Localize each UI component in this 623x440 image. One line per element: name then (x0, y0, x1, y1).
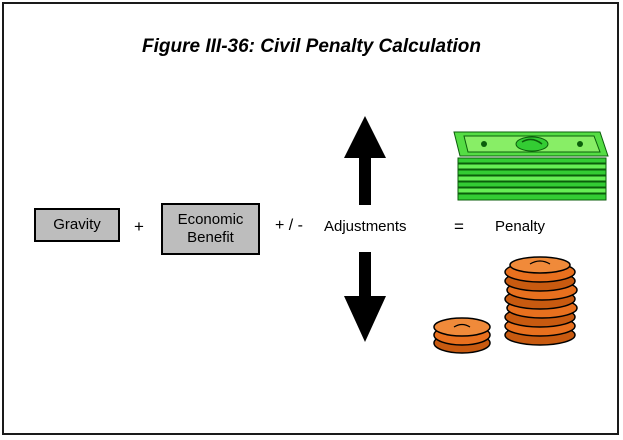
gravity-box: Gravity (34, 208, 120, 242)
gravity-label: Gravity (53, 216, 101, 233)
equals-operator: = (454, 217, 464, 236)
figure-title: Figure III-36: Civil Penalty Calculation (142, 36, 481, 57)
economic-benefit-line2: Benefit (187, 229, 234, 246)
adjustments-label: Adjustments (324, 218, 407, 235)
plus-minus-operator: + / - (275, 217, 304, 234)
arrow-up-icon (344, 116, 386, 205)
figure-frame (2, 2, 619, 435)
economic-benefit-line1: Economic (177, 211, 244, 228)
penalty-label: Penalty (495, 218, 546, 235)
plus-operator: + (134, 217, 144, 236)
economic-benefit-box: Economic Benefit (161, 203, 260, 255)
arrow-down-icon (344, 252, 386, 342)
coin-stack-icon (433, 256, 578, 354)
money-stack-icon (453, 131, 609, 201)
